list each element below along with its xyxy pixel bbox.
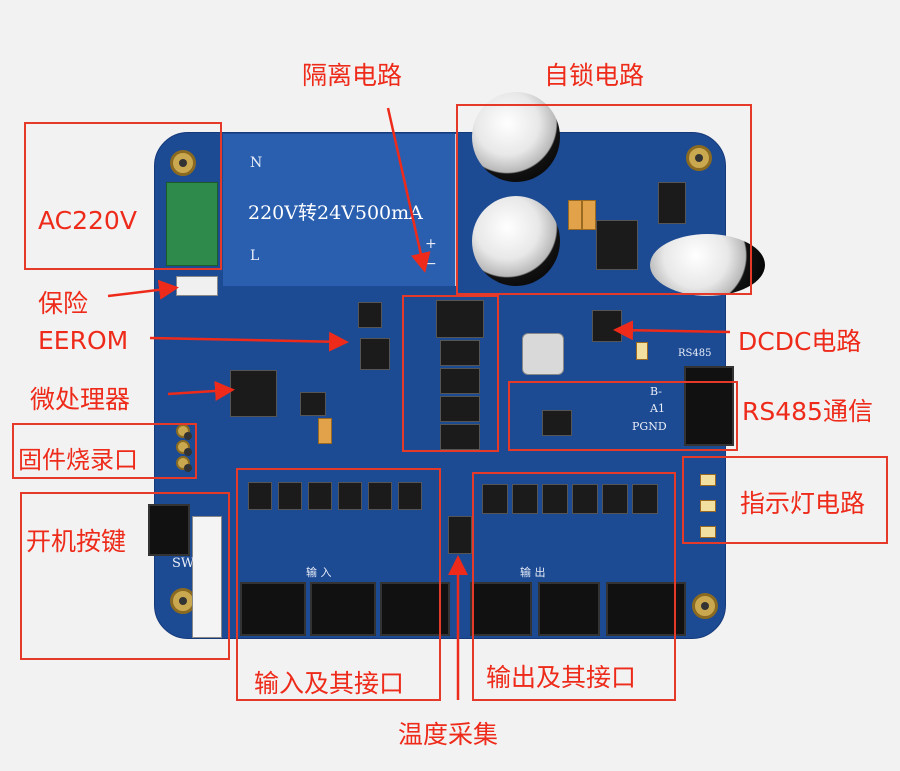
isolation-box xyxy=(402,295,499,452)
label-ac220v: AC220V xyxy=(38,206,137,235)
silk-a: A1 xyxy=(650,402,665,415)
small-chip xyxy=(358,302,382,328)
ac-terminal-block xyxy=(166,182,218,266)
smd-capacitor xyxy=(582,200,596,230)
silk-input: 输 入 xyxy=(306,566,332,579)
rs485-box xyxy=(508,381,738,451)
output-box xyxy=(472,472,676,701)
indicator-led xyxy=(636,342,648,360)
label-dcdc: DCDC电路 xyxy=(738,327,862,356)
label-fuse: 保险 xyxy=(38,289,89,318)
label-power-button: 开机按键 xyxy=(26,527,127,556)
small-chip xyxy=(300,392,326,416)
isolation-chip xyxy=(436,300,484,338)
output-chip xyxy=(512,484,538,514)
mcu-arrow xyxy=(167,380,235,401)
temperature-header xyxy=(448,516,472,554)
diode xyxy=(658,182,686,224)
ac220v-box xyxy=(24,122,222,270)
mounting-hole xyxy=(170,588,196,614)
power-switch-lever xyxy=(192,516,222,638)
input-chip xyxy=(338,482,362,510)
silk-sw: SW xyxy=(172,556,195,571)
firmware-pin xyxy=(176,440,192,456)
output-chip xyxy=(632,484,658,514)
optocoupler xyxy=(440,368,480,394)
isolation-arrow xyxy=(386,107,431,273)
power-switch-connector xyxy=(148,504,190,556)
output-connector xyxy=(538,582,600,636)
label-firmware: 固件烧录口 xyxy=(18,446,138,474)
input-connector xyxy=(380,582,450,636)
input-chip xyxy=(398,482,422,510)
inductor xyxy=(522,333,564,375)
mcu-chip xyxy=(230,370,277,417)
label-input: 输入及其接口 xyxy=(254,669,405,698)
smd-capacitor xyxy=(568,200,582,230)
firmware-box xyxy=(12,423,197,479)
indicator-led xyxy=(700,526,716,538)
firmware-pin xyxy=(176,456,192,472)
input-box xyxy=(236,468,441,701)
eerom-chip xyxy=(360,338,390,370)
output-chip xyxy=(572,484,598,514)
self-lock-box xyxy=(456,104,752,295)
input-connector xyxy=(240,582,306,636)
silk-pgnd: PGND xyxy=(632,420,667,433)
label-rs485: RS485通信 xyxy=(742,397,873,426)
smd-capacitor xyxy=(318,418,332,444)
power-module-text: 220V转24V500mA xyxy=(248,202,423,224)
electrolytic-capacitor xyxy=(472,196,560,286)
input-chip xyxy=(248,482,272,510)
label-mcu: 微处理器 xyxy=(30,385,131,414)
eerom-arrow xyxy=(149,331,349,352)
silk-n: N xyxy=(250,155,263,171)
input-chip xyxy=(278,482,302,510)
indicator-led xyxy=(700,500,716,512)
output-chip xyxy=(542,484,568,514)
optocoupler xyxy=(440,424,480,450)
silk-output: 输 出 xyxy=(520,566,546,579)
output-connector xyxy=(470,582,532,636)
label-eerom: EEROM xyxy=(38,326,129,355)
output-connector xyxy=(606,582,686,636)
optocoupler xyxy=(440,340,480,366)
regulator-chip xyxy=(596,220,638,270)
electrolytic-capacitor xyxy=(650,234,765,296)
silk-plus: + xyxy=(425,236,437,252)
firmware-pin xyxy=(176,424,192,440)
silk-l: L xyxy=(250,248,260,264)
label-indicator: 指示灯电路 xyxy=(740,489,866,518)
mounting-hole xyxy=(170,150,196,176)
input-chip xyxy=(368,482,392,510)
silk-minus: − xyxy=(425,256,437,272)
label-self-lock: 自锁电路 xyxy=(544,61,645,90)
input-chip xyxy=(308,482,332,510)
rs485-connector xyxy=(684,366,734,446)
mounting-hole xyxy=(686,145,712,171)
power-button-box xyxy=(20,492,230,660)
electrolytic-capacitor xyxy=(472,92,560,182)
mounting-hole xyxy=(692,593,718,619)
dcdc-arrow xyxy=(613,320,731,341)
optocoupler xyxy=(440,396,480,422)
rs485-chip xyxy=(542,410,572,436)
output-chip xyxy=(602,484,628,514)
input-connector xyxy=(310,582,376,636)
output-chip xyxy=(482,484,508,514)
label-output: 输出及其接口 xyxy=(486,663,637,692)
silk-rs485: RS485 xyxy=(678,348,712,359)
indicator-box xyxy=(682,456,888,544)
fuse-arrow xyxy=(107,279,179,300)
silk-b: B- xyxy=(650,385,663,398)
label-isolation: 隔离电路 xyxy=(302,61,403,90)
indicator-led xyxy=(700,474,716,486)
label-temperature: 温度采集 xyxy=(398,720,499,749)
